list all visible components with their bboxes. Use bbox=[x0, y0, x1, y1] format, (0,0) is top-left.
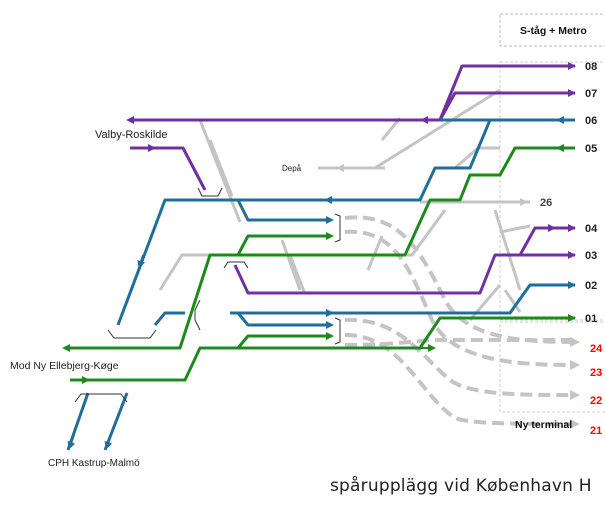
track-label-04: 04 bbox=[585, 223, 598, 235]
new-terminal-label: Ny terminal bbox=[515, 419, 572, 431]
gray-track-f bbox=[158, 253, 307, 295]
dashed-track-23-from-top bbox=[344, 229, 580, 370]
dashed-track-24-from-top bbox=[344, 215, 580, 347]
bracket-mid-upper bbox=[223, 261, 249, 269]
dashed-track-22 bbox=[344, 317, 580, 400]
blue-arrow-kastrup-in bbox=[104, 434, 113, 450]
track-label-03: 03 bbox=[585, 250, 597, 262]
gray-track-c bbox=[374, 88, 501, 170]
gray-track-m bbox=[503, 289, 522, 313]
new-terminal-dashed-tracks bbox=[344, 215, 580, 429]
depot-label: Depå bbox=[282, 164, 302, 173]
diagram-caption: spårupplägg vid København H bbox=[330, 476, 592, 496]
green-tracks bbox=[65, 146, 575, 382]
track-label-06: 06 bbox=[585, 115, 597, 127]
gray-track-j bbox=[468, 284, 502, 321]
gray-track-b bbox=[208, 139, 234, 197]
blue-lower-branch bbox=[236, 312, 330, 327]
bracket-upper-right bbox=[334, 213, 341, 243]
kastrup-label: CPH Kastrup-Malmö bbox=[48, 458, 140, 469]
track-label-08: 08 bbox=[585, 61, 597, 73]
green-upper-branch bbox=[236, 234, 330, 256]
track-label-23: 23 bbox=[590, 367, 602, 379]
gray-track-h bbox=[280, 239, 302, 291]
gray-tracks bbox=[158, 88, 531, 321]
gray-track-i bbox=[366, 235, 384, 271]
bracket-lower-right bbox=[334, 317, 341, 345]
track-label-21: 21 bbox=[590, 425, 602, 437]
purple-track-04-03 bbox=[233, 226, 575, 295]
green-track-05 bbox=[250, 146, 575, 257]
track-label-05: 05 bbox=[585, 143, 597, 155]
green-ellebjerg-out bbox=[65, 253, 250, 350]
gray-track-l bbox=[499, 224, 531, 234]
track-label-24: 24 bbox=[590, 343, 603, 355]
platform-box bbox=[499, 61, 605, 321]
gray-arrows bbox=[336, 164, 528, 206]
gray-track-d bbox=[380, 117, 402, 141]
gray-track-k bbox=[493, 209, 522, 291]
purple-arrows bbox=[126, 62, 576, 259]
blue-arrows bbox=[67, 116, 576, 450]
bracket-left-313 bbox=[194, 299, 201, 331]
green-ellebjerg-in bbox=[70, 316, 575, 382]
blue-arrow-kastrup-out bbox=[67, 434, 76, 450]
valby-label: Valby-Roskilde bbox=[95, 129, 168, 141]
blue-tracks bbox=[66, 118, 575, 451]
blue-upper-branch bbox=[236, 199, 330, 222]
green-arrows bbox=[62, 144, 576, 384]
purple-tracks bbox=[130, 64, 575, 295]
platform-brackets bbox=[74, 187, 341, 403]
purple-track-07 bbox=[438, 91, 575, 121]
blue-arrow-loop bbox=[137, 254, 145, 269]
blue-track-01 bbox=[230, 283, 575, 315]
track-label-01: 01 bbox=[585, 313, 597, 325]
bracket-kastrup bbox=[74, 393, 128, 403]
bracket-ellebjerg bbox=[107, 329, 157, 339]
track-label-22: 22 bbox=[590, 395, 602, 407]
metro-header-label: S-tåg + Metro bbox=[520, 25, 587, 37]
dashed-track-24-from-bottom bbox=[344, 338, 575, 347]
purple-valby-in bbox=[130, 146, 207, 191]
purple-main-track bbox=[130, 64, 575, 122]
metro-header-box bbox=[499, 13, 605, 47]
bracket-valby bbox=[197, 187, 223, 197]
track-label-26: 26 bbox=[540, 197, 552, 209]
track-label-02: 02 bbox=[585, 280, 597, 292]
ellebjerg-label: Mod Ny Ellebjerg-Køge bbox=[10, 360, 119, 372]
green-lower-branch bbox=[236, 334, 330, 349]
track-label-07: 07 bbox=[585, 88, 597, 100]
new-terminal-box bbox=[499, 321, 605, 413]
gray-track-a bbox=[198, 119, 242, 223]
blue-upper-loop bbox=[116, 119, 492, 326]
blue-lower-main bbox=[153, 311, 185, 326]
